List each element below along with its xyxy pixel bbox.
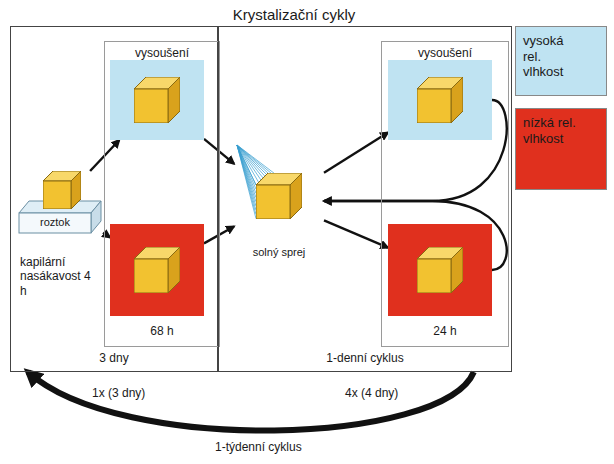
- cube-icon: [256, 173, 302, 219]
- annotation-label: 1x (3 dny): [92, 386, 145, 400]
- flow-arrow: [204, 227, 234, 244]
- node-label: 24 h: [382, 324, 508, 338]
- high-humidity-square: [110, 60, 204, 140]
- panel-heading: vysoušení: [382, 46, 508, 60]
- annotation-label: 4x (4 dny): [345, 386, 398, 400]
- node-label: 3 dny: [11, 351, 217, 365]
- legend-swatch: nízká rel. vlhkost: [515, 108, 607, 190]
- high-humidity-square: [388, 60, 492, 140]
- salt-spray: solný sprej: [234, 139, 324, 263]
- legend-swatch: vysoká rel. vlhkost: [515, 26, 607, 96]
- flow-arrow: [204, 139, 234, 164]
- panel-heading: vysoušení: [105, 46, 219, 60]
- node-label: solný sprej: [234, 246, 324, 259]
- drying-panel: vysoušení 68 h: [104, 41, 220, 347]
- drying-panel: vysoušení 24 h: [381, 41, 509, 347]
- node-label: 1-denní cyklus: [219, 351, 511, 365]
- legend-label: vysoká rel. vlhkost: [523, 33, 581, 80]
- diagram-title: Krystalizační cykly: [0, 6, 588, 24]
- node-label: roztok: [19, 216, 91, 229]
- annotation-label: kapilární nasákavost 4 h: [20, 255, 96, 298]
- cube-icon: [417, 247, 463, 293]
- legend-label: nízká rel. vlhkost: [523, 115, 581, 146]
- flow-arrow: [324, 220, 388, 247]
- cube-icon: [134, 247, 180, 293]
- flow-arrow: [324, 133, 388, 173]
- cube-icon: [43, 171, 81, 209]
- cube-icon: [417, 77, 463, 123]
- low-humidity-square: [110, 224, 204, 316]
- low-humidity-square: [388, 224, 492, 316]
- stage-box: 3 dny roztok vysoušení 68 h: [10, 26, 218, 372]
- solution-bath: roztok: [17, 171, 103, 235]
- node-label: 68 h: [105, 324, 219, 338]
- cube-icon: [134, 77, 180, 123]
- edge-label: 1-týdenní cyklus: [212, 440, 305, 454]
- cycle-arrow: [28, 372, 474, 431]
- stage-box: 1-denní cyklus solný sprej vysoušení 24 h: [218, 26, 512, 372]
